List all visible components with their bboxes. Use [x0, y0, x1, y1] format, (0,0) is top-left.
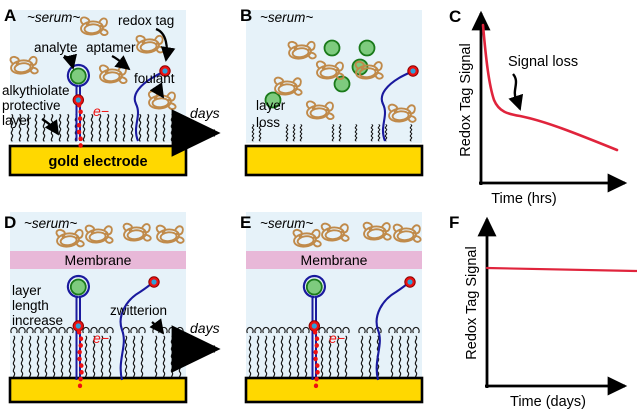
panel-c-signal-curve [481, 23, 619, 152]
panel-e-serum-label: ~serum~ [260, 216, 313, 231]
panel-b-letter: B [240, 6, 252, 25]
panel-e-membrane [246, 251, 422, 269]
panel-e-serum-region [246, 212, 422, 402]
transition-arrow-top: days [171, 105, 221, 157]
panel-d-gold-electrode [8, 376, 188, 404]
panel-e-redox-tag-free [404, 276, 416, 288]
protective-layer-label-line3: layer [2, 113, 32, 128]
protective-layer-label-line2: protective [2, 98, 61, 113]
panel-b: B ~serum~ layer loss [240, 6, 424, 177]
panel-b-layer-loss-line2: loss [256, 115, 280, 130]
panel-a-aptamer-free [133, 65, 171, 142]
panel-a-electron-label: e− [93, 103, 109, 119]
panel-a-letter: A [4, 6, 16, 25]
panel-d-membrane-label: Membrane [65, 252, 132, 268]
analyte-pointer-arrow [62, 53, 78, 70]
panel-a-analyte-label: analyte [34, 40, 78, 55]
panel-a-gold-electrode [8, 144, 188, 177]
panel-c-annotation-arrow [508, 73, 524, 111]
panel-e-electron-label: e− [329, 330, 345, 346]
panel-d-letter: D [4, 213, 16, 232]
redox-tag-pointer-arrow [155, 27, 176, 62]
panel-d-serum-label: ~serum~ [24, 216, 77, 231]
panel-b-layer-loss-line1: layer [256, 98, 286, 113]
panel-e-membrane-label: Membrane [301, 252, 368, 268]
panel-d-aptamer-free [119, 276, 160, 381]
panel-d-redox-tag-free [148, 276, 160, 288]
panel-a-redox-tag-label: redox tag [118, 13, 174, 28]
zwitterion-pointer-arrow [149, 318, 165, 335]
panel-a: gold electrode e− A ~serum~ [2, 6, 188, 177]
panel-e-redox-tag-bound [308, 320, 320, 332]
protective-layer-pointer-arrow [41, 118, 60, 136]
panel-e-letter: E [240, 213, 251, 232]
protective-layer-label-line1: alkythiolate [2, 83, 70, 98]
panel-d-layer-length-line2: length [12, 298, 49, 313]
panel-d-layer-length-line1: layer [12, 283, 42, 298]
panel-b-serum-label: ~serum~ [260, 10, 313, 25]
panel-d-zwitterion-label: zwitterion [110, 303, 167, 318]
panel-a-electron-path [76, 102, 84, 155]
panel-a-serum-label: ~serum~ [27, 10, 80, 25]
panel-c-xlabel: Time (hrs) [491, 191, 557, 207]
panel-f-xlabel: Time (days) [510, 394, 586, 410]
transition-arrow-bottom: days [171, 320, 221, 373]
panel-c-annotation: Signal loss [508, 54, 578, 70]
panel-c: C Signal loss Time (hrs) Redox Tag Signa… [449, 7, 628, 207]
panel-b-aptamer-free [380, 65, 419, 142]
panel-d-electron-path [76, 329, 84, 389]
panel-b-redox-tag-free [407, 65, 419, 77]
panel-b-gold-electrode [244, 144, 424, 177]
panel-a-aptamer-label: aptamer [86, 40, 136, 55]
panel-f-ylabel: Redox Tag Signal [464, 246, 480, 359]
panel-e-aptamer-free [375, 276, 416, 381]
panel-d-serum-region [10, 212, 186, 402]
panel-c-letter: C [449, 7, 461, 26]
panel-a-aptamer-bound [66, 63, 90, 141]
transition-top-label: days [190, 105, 220, 121]
panel-d-membrane [10, 251, 186, 269]
panel-c-ylabel: Redox Tag Signal [458, 43, 474, 156]
panel-e-electron-path [312, 329, 320, 389]
gold-electrode-label: gold electrode [48, 154, 147, 170]
panel-e-gold-electrode [244, 376, 424, 404]
panel-f-letter: F [449, 213, 459, 232]
panel-f: F Time (days) Redox Tag Signal [449, 213, 637, 410]
foulant-pointer-arrow [149, 82, 165, 99]
transition-bottom-label: days [190, 320, 220, 336]
aptamer-pointer-arrow [111, 54, 131, 71]
panel-f-signal-curve [485, 266, 637, 273]
panel-a-foulant-label: foulant [134, 71, 175, 86]
panel-d: Membrane [4, 212, 188, 404]
panel-d-electron-label: e− [93, 330, 109, 346]
panel-e: Membrane [240, 212, 424, 404]
panel-d-layer-length-line3: increase [12, 313, 63, 328]
panel-d-redox-tag-bound [72, 320, 84, 332]
